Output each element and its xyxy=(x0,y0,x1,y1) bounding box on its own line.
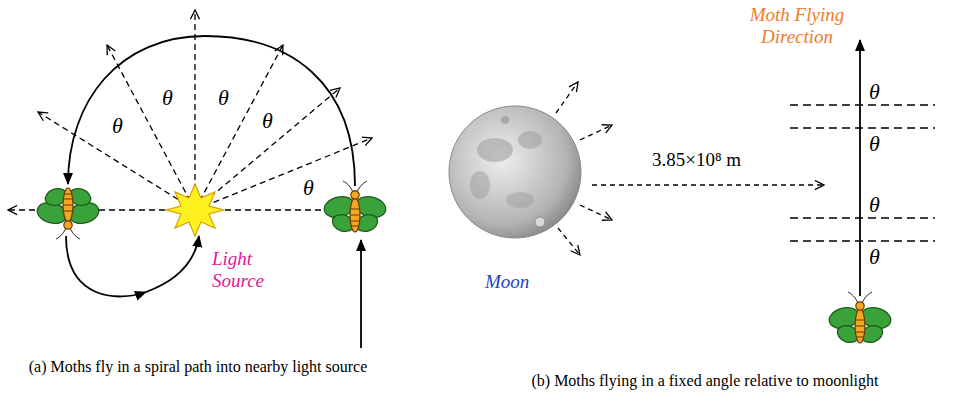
angle-label: θ xyxy=(869,131,880,156)
drawing-line xyxy=(195,88,340,210)
caption: (b) Moths flying in a fixed angle relati… xyxy=(455,372,955,390)
distance-label: 3.85×10⁸ m xyxy=(652,149,741,171)
drawing-line xyxy=(558,228,580,255)
light-rays xyxy=(8,10,372,210)
drawing-circle xyxy=(449,106,581,238)
drawing-path xyxy=(68,36,355,186)
drawing-ellipse xyxy=(470,171,490,199)
drawing-line xyxy=(790,240,935,241)
light-source-label: Light Source xyxy=(212,248,282,292)
light-source-star xyxy=(166,184,224,236)
angle-label: θ xyxy=(303,175,314,200)
angle-label: θ xyxy=(162,85,173,110)
angle-label: θ xyxy=(869,244,880,269)
drawing-line xyxy=(592,184,824,185)
drawing-line xyxy=(580,205,612,220)
angle-label: θ xyxy=(869,79,880,104)
angle-label: θ xyxy=(869,192,880,217)
moon-picture xyxy=(449,106,581,238)
moth-icon xyxy=(322,181,388,234)
spiral-path xyxy=(66,36,361,348)
drawing-circle xyxy=(535,217,545,227)
drawing-ellipse xyxy=(518,131,542,149)
angle-label: θ xyxy=(112,113,123,138)
drawing-line xyxy=(790,127,935,128)
drawing-path xyxy=(66,236,146,296)
moth-icon-group xyxy=(35,186,101,239)
moth-icon xyxy=(827,292,893,345)
drawing-line xyxy=(107,45,195,210)
drawing-ellipse xyxy=(506,192,534,208)
drawing-line xyxy=(195,45,283,210)
drawing-path xyxy=(146,236,199,292)
drawing-circle xyxy=(501,116,509,124)
direction-label: Moth Flying Direction xyxy=(742,4,852,48)
drawing-line xyxy=(556,82,578,113)
angle-label: θ xyxy=(218,85,229,110)
angle-label: θ xyxy=(262,108,273,133)
flying-direction-arrow xyxy=(859,40,861,296)
moon-label: Moon xyxy=(485,271,529,293)
drawing-line xyxy=(790,104,935,105)
drawing-line xyxy=(194,10,195,210)
moonlight-lines xyxy=(790,105,935,241)
moth-icon xyxy=(35,186,101,239)
drawing-ellipse xyxy=(477,138,513,162)
drawing-line xyxy=(360,240,362,348)
drawing-line xyxy=(790,217,935,218)
drawing-line xyxy=(580,125,612,140)
caption: (a) Moths fly in a spiral path into near… xyxy=(22,358,374,376)
moonlight-rays xyxy=(556,82,824,255)
